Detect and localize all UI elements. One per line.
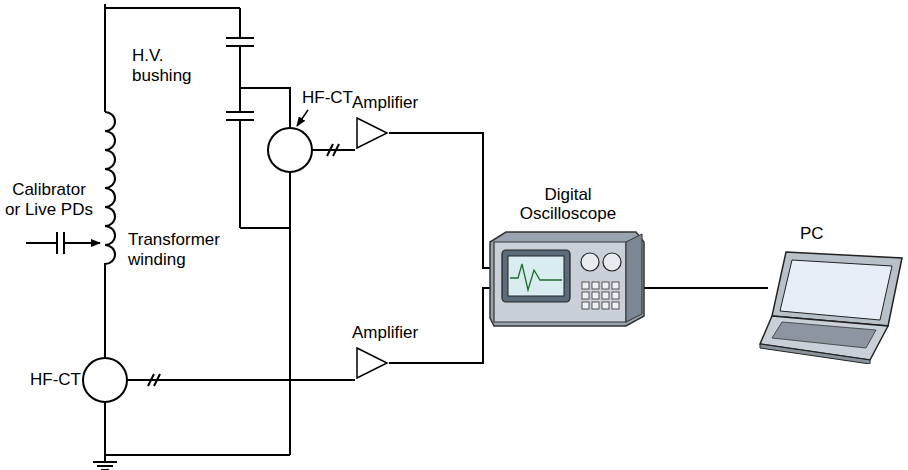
oscilloscope-icon (486, 228, 646, 328)
signal-cable (389, 133, 490, 268)
amplifier-symbol: Amplifier (346, 93, 430, 149)
node-label: Amplifier (346, 323, 430, 343)
hfct-symbol (83, 358, 127, 402)
hfct-lead (127, 379, 355, 381)
ground-symbol (93, 462, 117, 470)
pc-icon (758, 248, 906, 364)
pc-icon: PC (758, 224, 908, 364)
lead-ticks (148, 374, 160, 386)
ground-wire (104, 402, 106, 462)
amplifier-symbol (355, 117, 389, 149)
signal-cable (644, 287, 768, 289)
winding-coil (105, 112, 115, 358)
top-wire (105, 7, 240, 9)
winding-label: Transformer winding (128, 230, 228, 269)
hfct-label: HF-CT (30, 370, 100, 390)
node-label: Amplifier (346, 93, 430, 113)
hfct-symbol (268, 128, 312, 172)
bushing-label: H.V. bushing (132, 46, 210, 85)
hfct-lead (312, 149, 355, 151)
bushing-wire (104, 4, 106, 112)
callout-arrow (297, 110, 308, 126)
calibrator-capacitor (26, 232, 64, 254)
tap-wire (240, 88, 290, 455)
amplifier-symbol (355, 347, 389, 379)
lead-ticks (327, 144, 339, 156)
oscilloscope-icon: Digital Oscilloscope (486, 185, 650, 328)
injection-arrow (64, 242, 100, 244)
bottom-wire (105, 454, 290, 456)
node-label: Digital Oscilloscope (509, 185, 627, 224)
amplifier-symbol: Amplifier (346, 323, 430, 379)
node-label: PC (758, 224, 908, 244)
calibrator-label: Calibrator or Live PDs (4, 180, 94, 219)
capacitor-divider (226, 8, 254, 228)
